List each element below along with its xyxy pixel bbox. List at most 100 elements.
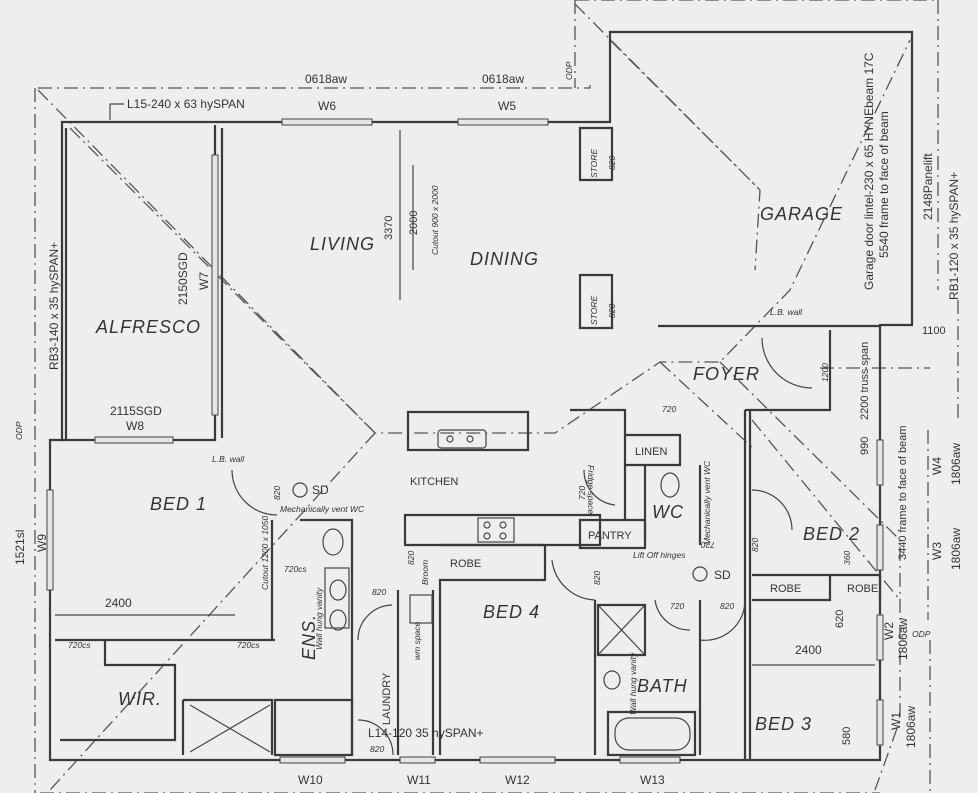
door-size: 820	[592, 571, 602, 585]
window-label-w5: W5	[498, 99, 516, 113]
room-label-bed4: BED 4	[483, 602, 540, 622]
note-lb-wall-garage: L.B. wall	[770, 307, 803, 317]
note-l14-lintel: L14-120 35 hySPAN+	[368, 726, 484, 740]
note-rb1-beam: RB1-120 x 35 hySPAN+	[947, 172, 961, 300]
window-size-w9: 1521sl	[13, 530, 27, 565]
door-size: 720	[670, 601, 684, 611]
room-label-bed3: BED 3	[755, 714, 812, 734]
ensuite-toilet	[322, 528, 344, 556]
label-cavity-slider: 720cs	[68, 640, 91, 650]
window-size-w6: 0618aw	[305, 72, 347, 86]
note-odp: ODP	[564, 61, 574, 80]
window-size-w7: 2150SGD	[176, 252, 190, 305]
note-l15-lintel: L15-240 x 63 hySPAN	[127, 97, 245, 111]
window-label-w1: W1	[889, 712, 903, 730]
bath-basin	[603, 670, 621, 690]
room-label-foyer: FOYER	[693, 364, 760, 384]
room-label-bed2: BED 2	[803, 524, 860, 544]
room-label-pantry: PANTRY	[588, 530, 632, 542]
window-size-w3: 1806aw	[949, 528, 963, 570]
room-label-dining: DINING	[470, 249, 539, 269]
door-size: 820	[272, 486, 282, 500]
window-label-w2: W2	[882, 622, 896, 640]
label-smoke-detector: SD	[714, 568, 731, 582]
room-label-living: LIVING	[310, 234, 375, 254]
bathtub	[614, 717, 691, 751]
window-size-w4: 1806aw	[949, 443, 963, 485]
window-label-w10: W10	[298, 773, 323, 787]
door-size: 820	[750, 538, 760, 552]
room-label-alfresco: ALFRESCO	[95, 317, 201, 337]
note-odp: ODP	[14, 421, 24, 440]
kitchen-sink	[437, 429, 487, 449]
room-label-ensuite: ENS.	[299, 614, 319, 660]
dimension-2000: 2000	[408, 211, 420, 235]
ensuite-vanity	[324, 567, 350, 629]
door-size: 720	[701, 540, 715, 550]
window-label-w4: W4	[930, 457, 944, 475]
door-size: 820	[607, 156, 617, 170]
room-labels: LIVING DINING ALFRESCO GARAGE FOYER KITC…	[95, 149, 878, 734]
note-garage-frame: 5540 frame to face of beam	[877, 111, 891, 258]
dimension-bed3-2400: 2400	[795, 643, 822, 657]
wc-toilet	[660, 472, 680, 498]
door-size: 820	[720, 601, 734, 611]
fixtures	[189, 429, 708, 753]
ensuite-shower	[189, 704, 271, 753]
room-label-store-2: STORE	[589, 296, 599, 325]
room-label-robe-bed2-b: ROBE	[847, 583, 878, 595]
note-mech-vent-ensuite: Mechanically vent WC	[280, 504, 365, 514]
label-broom: Broom	[420, 560, 430, 585]
note-vanity-bath: Wall hung vanity	[628, 652, 638, 715]
window-label-w3: W3	[930, 542, 944, 560]
dimension-3370: 3370	[383, 216, 395, 240]
window-labels: 0618aw W6 0618aw W5 2150SGD W7 2115SGD W…	[13, 72, 963, 787]
windows	[46, 118, 884, 764]
label-fridge-space: Fridge space	[586, 465, 596, 514]
door-size: 820	[607, 304, 617, 318]
door-size: 820	[370, 744, 384, 754]
dimension-360: 360	[842, 551, 852, 565]
window-size-w2: 1806aw	[896, 618, 910, 660]
room-label-robe-bed2: ROBE	[770, 583, 801, 595]
room-label-garage: GARAGE	[760, 204, 843, 224]
door-size: 820	[406, 551, 416, 565]
note-mech-vent-wc: Mechanically vent WC	[702, 460, 712, 545]
door-size: 720	[577, 486, 587, 500]
bath-shower	[597, 604, 646, 656]
note-cutout-ensuite: Cutout 1200 x 1050	[260, 516, 270, 590]
note-cutout-living: Cutout 900 x 2000	[430, 185, 440, 255]
dimension-bed1-2400: 2400	[105, 596, 132, 610]
annotations: L15-240 x 63 hySPAN RB3-140 x 35 hySPAN+…	[14, 52, 961, 754]
room-label-robe-bed4: ROBE	[450, 558, 481, 570]
dimension-620: 620	[834, 610, 846, 628]
room-label-linen: LINEN	[635, 446, 667, 458]
note-lift-off-hinges: Lift Off hinges	[633, 550, 686, 560]
walls	[48, 30, 914, 762]
room-label-wir: WIR.	[118, 689, 162, 709]
note-lb-wall-bed1: L.B. wall	[212, 454, 245, 464]
note-frame-3440: 3440 frame to face of beam	[897, 425, 909, 560]
smoke-detector-icon	[292, 482, 308, 498]
note-rb3-beam: RB3-140 x 35 hySPAN+	[47, 242, 61, 370]
window-label-w8: W8	[126, 419, 144, 433]
label-smoke-detector: SD	[312, 483, 329, 497]
window-label-w6: W6	[318, 99, 336, 113]
room-label-kitchen: KITCHEN	[410, 476, 458, 488]
window-label-w12: W12	[505, 773, 530, 787]
room-label-bed1: BED 1	[150, 494, 207, 514]
window-label-w7: W7	[197, 272, 211, 290]
label-cavity-slider: 720cs	[237, 640, 260, 650]
window-size-w1: 1806aw	[904, 706, 918, 748]
note-odp: ODP	[912, 629, 931, 639]
dimension-1100: 1100	[922, 325, 946, 337]
door-size: 820	[372, 587, 386, 597]
note-garage-lintel: Garage door lintel-230 x 65 HYNEbeam 17C	[862, 52, 876, 290]
room-label-laundry: LAUNDRY	[381, 672, 393, 725]
note-vanity-ensuite: Wall hung vanity	[314, 587, 324, 650]
room-label-bath: BATH	[637, 676, 688, 696]
smoke-detector-icon	[692, 566, 708, 582]
laundry-tub	[409, 594, 433, 624]
label-wm-space: wm space	[412, 621, 422, 660]
